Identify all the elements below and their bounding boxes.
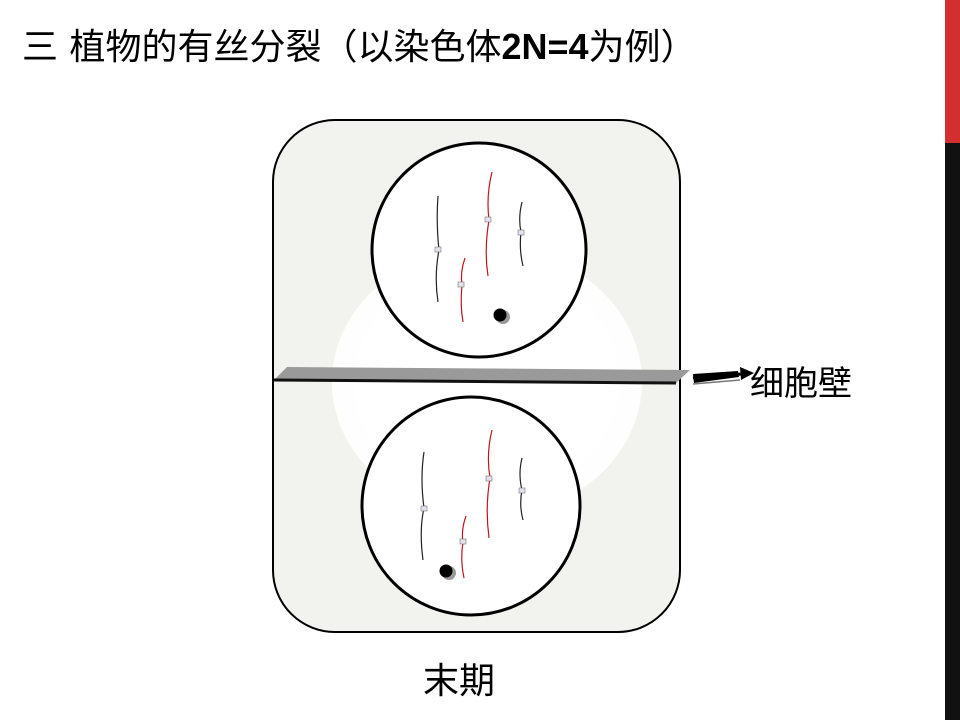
centromere xyxy=(517,229,525,236)
nuclear-membrane-bottom xyxy=(360,395,582,617)
cell-plate xyxy=(274,367,690,383)
cell-plate-edge xyxy=(273,378,677,385)
page-title: 三 植物的有丝分裂（以染色体2N=4为例） xyxy=(22,18,697,70)
daughter-nucleus-top xyxy=(370,141,588,359)
accent-bar-dark xyxy=(945,143,960,720)
accent-bar-red xyxy=(945,0,960,143)
title-suffix: 为例） xyxy=(588,27,697,68)
stage-label: 末期 xyxy=(423,661,496,702)
nucleolus xyxy=(439,564,453,578)
daughter-nucleus-bottom xyxy=(360,395,582,617)
centromere xyxy=(457,281,465,288)
centromere xyxy=(484,216,492,223)
centromere xyxy=(485,475,493,482)
centromere xyxy=(459,538,467,545)
centromere xyxy=(434,246,442,253)
pointer-arrow xyxy=(692,367,754,385)
title-formula: 2N=4 xyxy=(501,26,589,67)
nucleolus xyxy=(493,308,507,322)
cell-wall-label: 细胞壁 xyxy=(750,364,852,404)
centromere xyxy=(518,487,526,494)
centromere xyxy=(420,505,428,512)
nuclear-membrane-top xyxy=(370,141,588,359)
title-prefix: 三 植物的有丝分裂（以染色体 xyxy=(22,27,502,68)
